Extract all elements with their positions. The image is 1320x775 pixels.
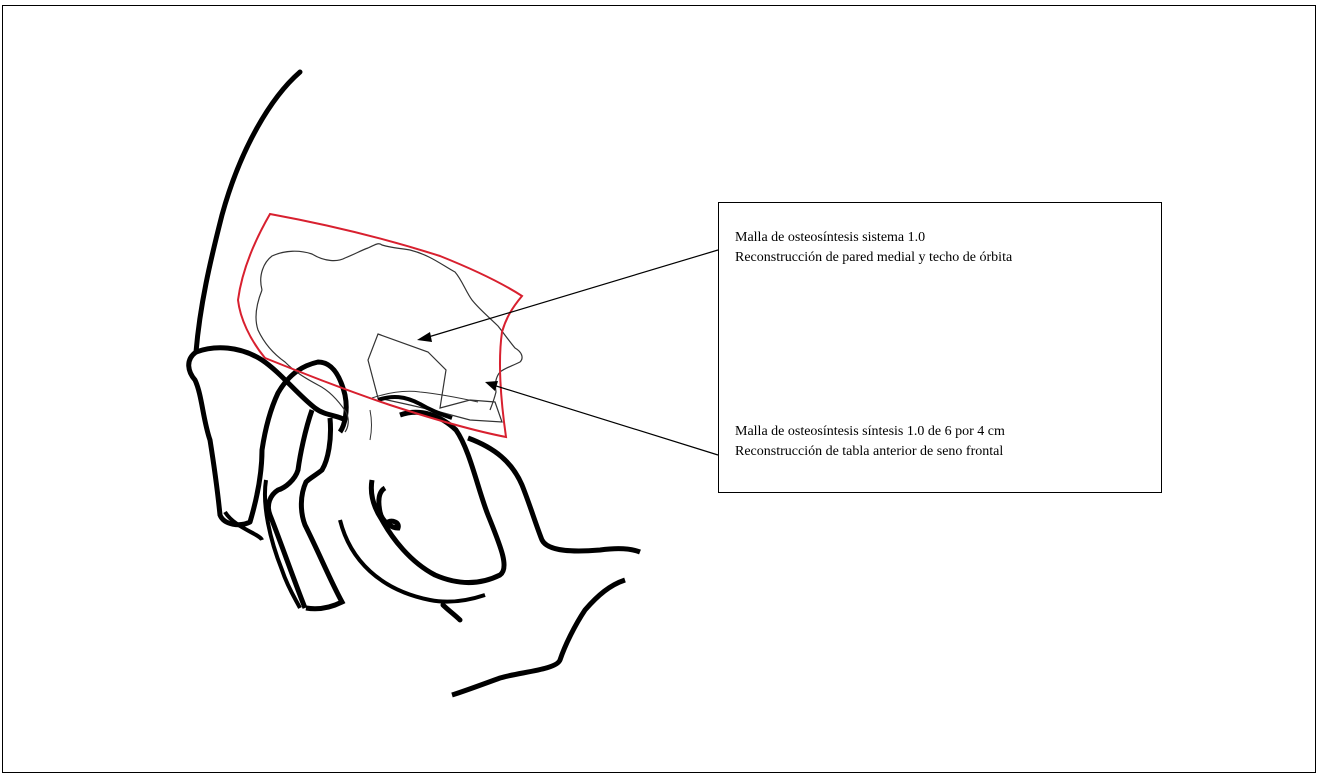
figure-frame <box>2 5 1316 773</box>
jaw-curve <box>368 409 507 585</box>
nasal-tip <box>223 510 264 542</box>
nasal-bone-upper <box>265 409 315 609</box>
label-orbital-mesh-desc: Reconstrucción de pared medial y techo d… <box>735 250 1013 265</box>
inner-ear-hook <box>376 485 401 531</box>
frontal-sinus-outline <box>260 243 523 411</box>
orbital-floor-dark <box>377 394 453 420</box>
mandible-line <box>451 577 626 698</box>
nasal-inner <box>262 479 302 609</box>
orbital-floor-line <box>371 390 479 403</box>
small-bone-fragment <box>440 602 463 623</box>
frontal-sinus-inner <box>255 289 349 433</box>
label-frontal-mesh-desc: Reconstrucción de tabla anterior de seno… <box>735 444 1004 459</box>
label-orbital-mesh: Malla de osteosíntesis sistema 1.0 Recon… <box>735 228 1012 268</box>
jaw-lower-line <box>338 519 486 604</box>
arrow-line-orbital <box>424 249 719 339</box>
label-frontal-mesh: Malla de osteosíntesis síntesis 1.0 de 6… <box>735 422 1005 462</box>
orbital-roof-line <box>369 409 372 441</box>
posterior-contour <box>467 435 641 555</box>
arrow-head-orbital <box>417 332 432 342</box>
cranial-outline <box>193 69 303 355</box>
callout-box: Malla de osteosíntesis sistema 1.0 Recon… <box>718 202 1162 493</box>
arrow-line-frontal <box>492 384 719 456</box>
nasal-bone-lower <box>298 417 346 612</box>
zygomatic-arch <box>195 345 347 423</box>
frontal-mesh-outline <box>236 212 524 439</box>
arrow-head-frontal <box>485 381 498 391</box>
orbital-rim <box>186 349 349 528</box>
orbital-mesh-plate <box>367 333 503 423</box>
label-orbital-mesh-title: Malla de osteosíntesis sistema 1.0 <box>735 230 926 245</box>
label-frontal-mesh-title: Malla de osteosíntesis síntesis 1.0 de 6… <box>735 424 1005 439</box>
